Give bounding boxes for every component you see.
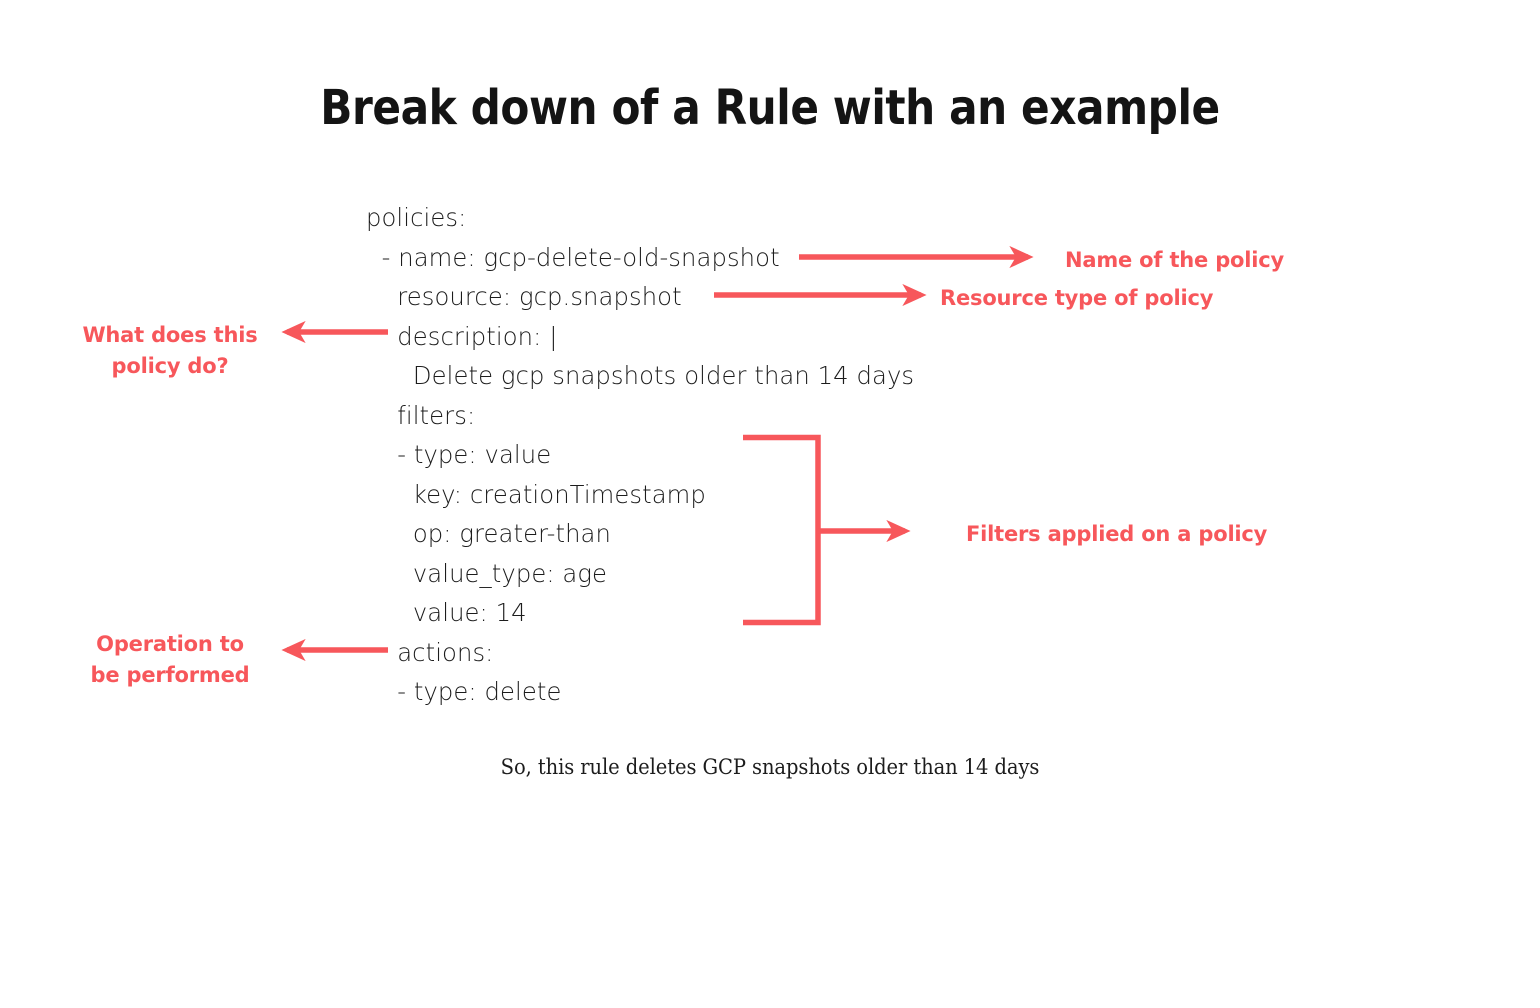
yaml-line-filter-value-type: value_type: age [366, 558, 608, 588]
yaml-line-filter-type: - type: value [366, 440, 552, 469]
summary-caption: So, this rule deletes GCP snapshots olde… [500, 755, 1040, 779]
yaml-line-filter-key: key: creationTimestamp [366, 479, 706, 509]
label-filters-applied: Filters applied on a policy [966, 522, 1268, 546]
yaml-line-filter-op: op: greater-than [366, 519, 611, 548]
yaml-line-action-type: - type: delete [366, 677, 562, 706]
yaml-line-filters: filters: [366, 400, 476, 430]
yaml-line-description: description: | [366, 321, 558, 351]
label-resource-type: Resource type of policy [940, 286, 1214, 310]
yaml-line-actions: actions: [366, 637, 494, 667]
label-what-does-policy-do: What does this policy do? [82, 323, 258, 378]
yaml-line-filter-value: value: 14 [366, 598, 527, 627]
label-operation-performed: Operation to be performed [90, 632, 250, 687]
label-name-of-policy: Name of the policy [1065, 248, 1284, 272]
yaml-line-resource: resource: gcp.snapshot [366, 282, 682, 311]
yaml-line-policies: policies: [366, 203, 467, 232]
yaml-policy-block: policies: - name: gcp-delete-old-snapsho… [366, 198, 986, 712]
yaml-line-name: - name: gcp-delete-old-snapshot [366, 242, 780, 272]
yaml-line-description-text: Delete gcp snapshots older than 14 days [366, 361, 915, 390]
page-title: Break down of a Rule with an example [320, 80, 1220, 136]
